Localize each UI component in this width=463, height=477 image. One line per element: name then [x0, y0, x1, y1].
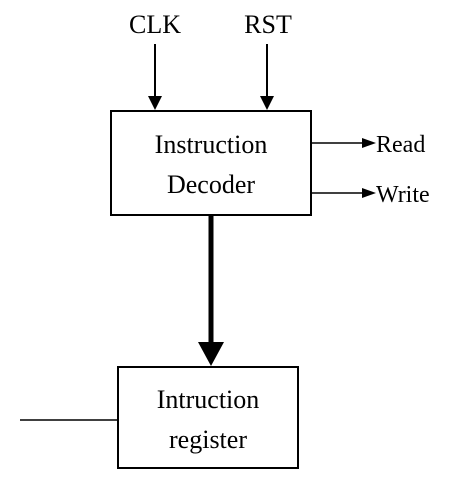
decoder-label-line1: Instruction	[155, 130, 268, 159]
read-label: Read	[376, 132, 425, 158]
instruction-register-block: Intruction register	[117, 366, 299, 469]
clk-label: CLK	[129, 10, 181, 39]
register-label-line2: register	[169, 425, 247, 454]
write-label: Write	[376, 182, 430, 208]
decoder-to-register-arrow	[198, 216, 224, 366]
read-arrow	[311, 138, 376, 148]
clk-arrow	[148, 44, 162, 110]
rst-label: RST	[244, 10, 292, 39]
rst-arrow	[260, 44, 274, 110]
register-label-line1: Intruction	[157, 385, 260, 414]
instruction-decoder-block: Instruction Decoder	[110, 110, 312, 216]
write-arrow	[311, 188, 376, 198]
decoder-label-line2: Decoder	[167, 170, 255, 199]
